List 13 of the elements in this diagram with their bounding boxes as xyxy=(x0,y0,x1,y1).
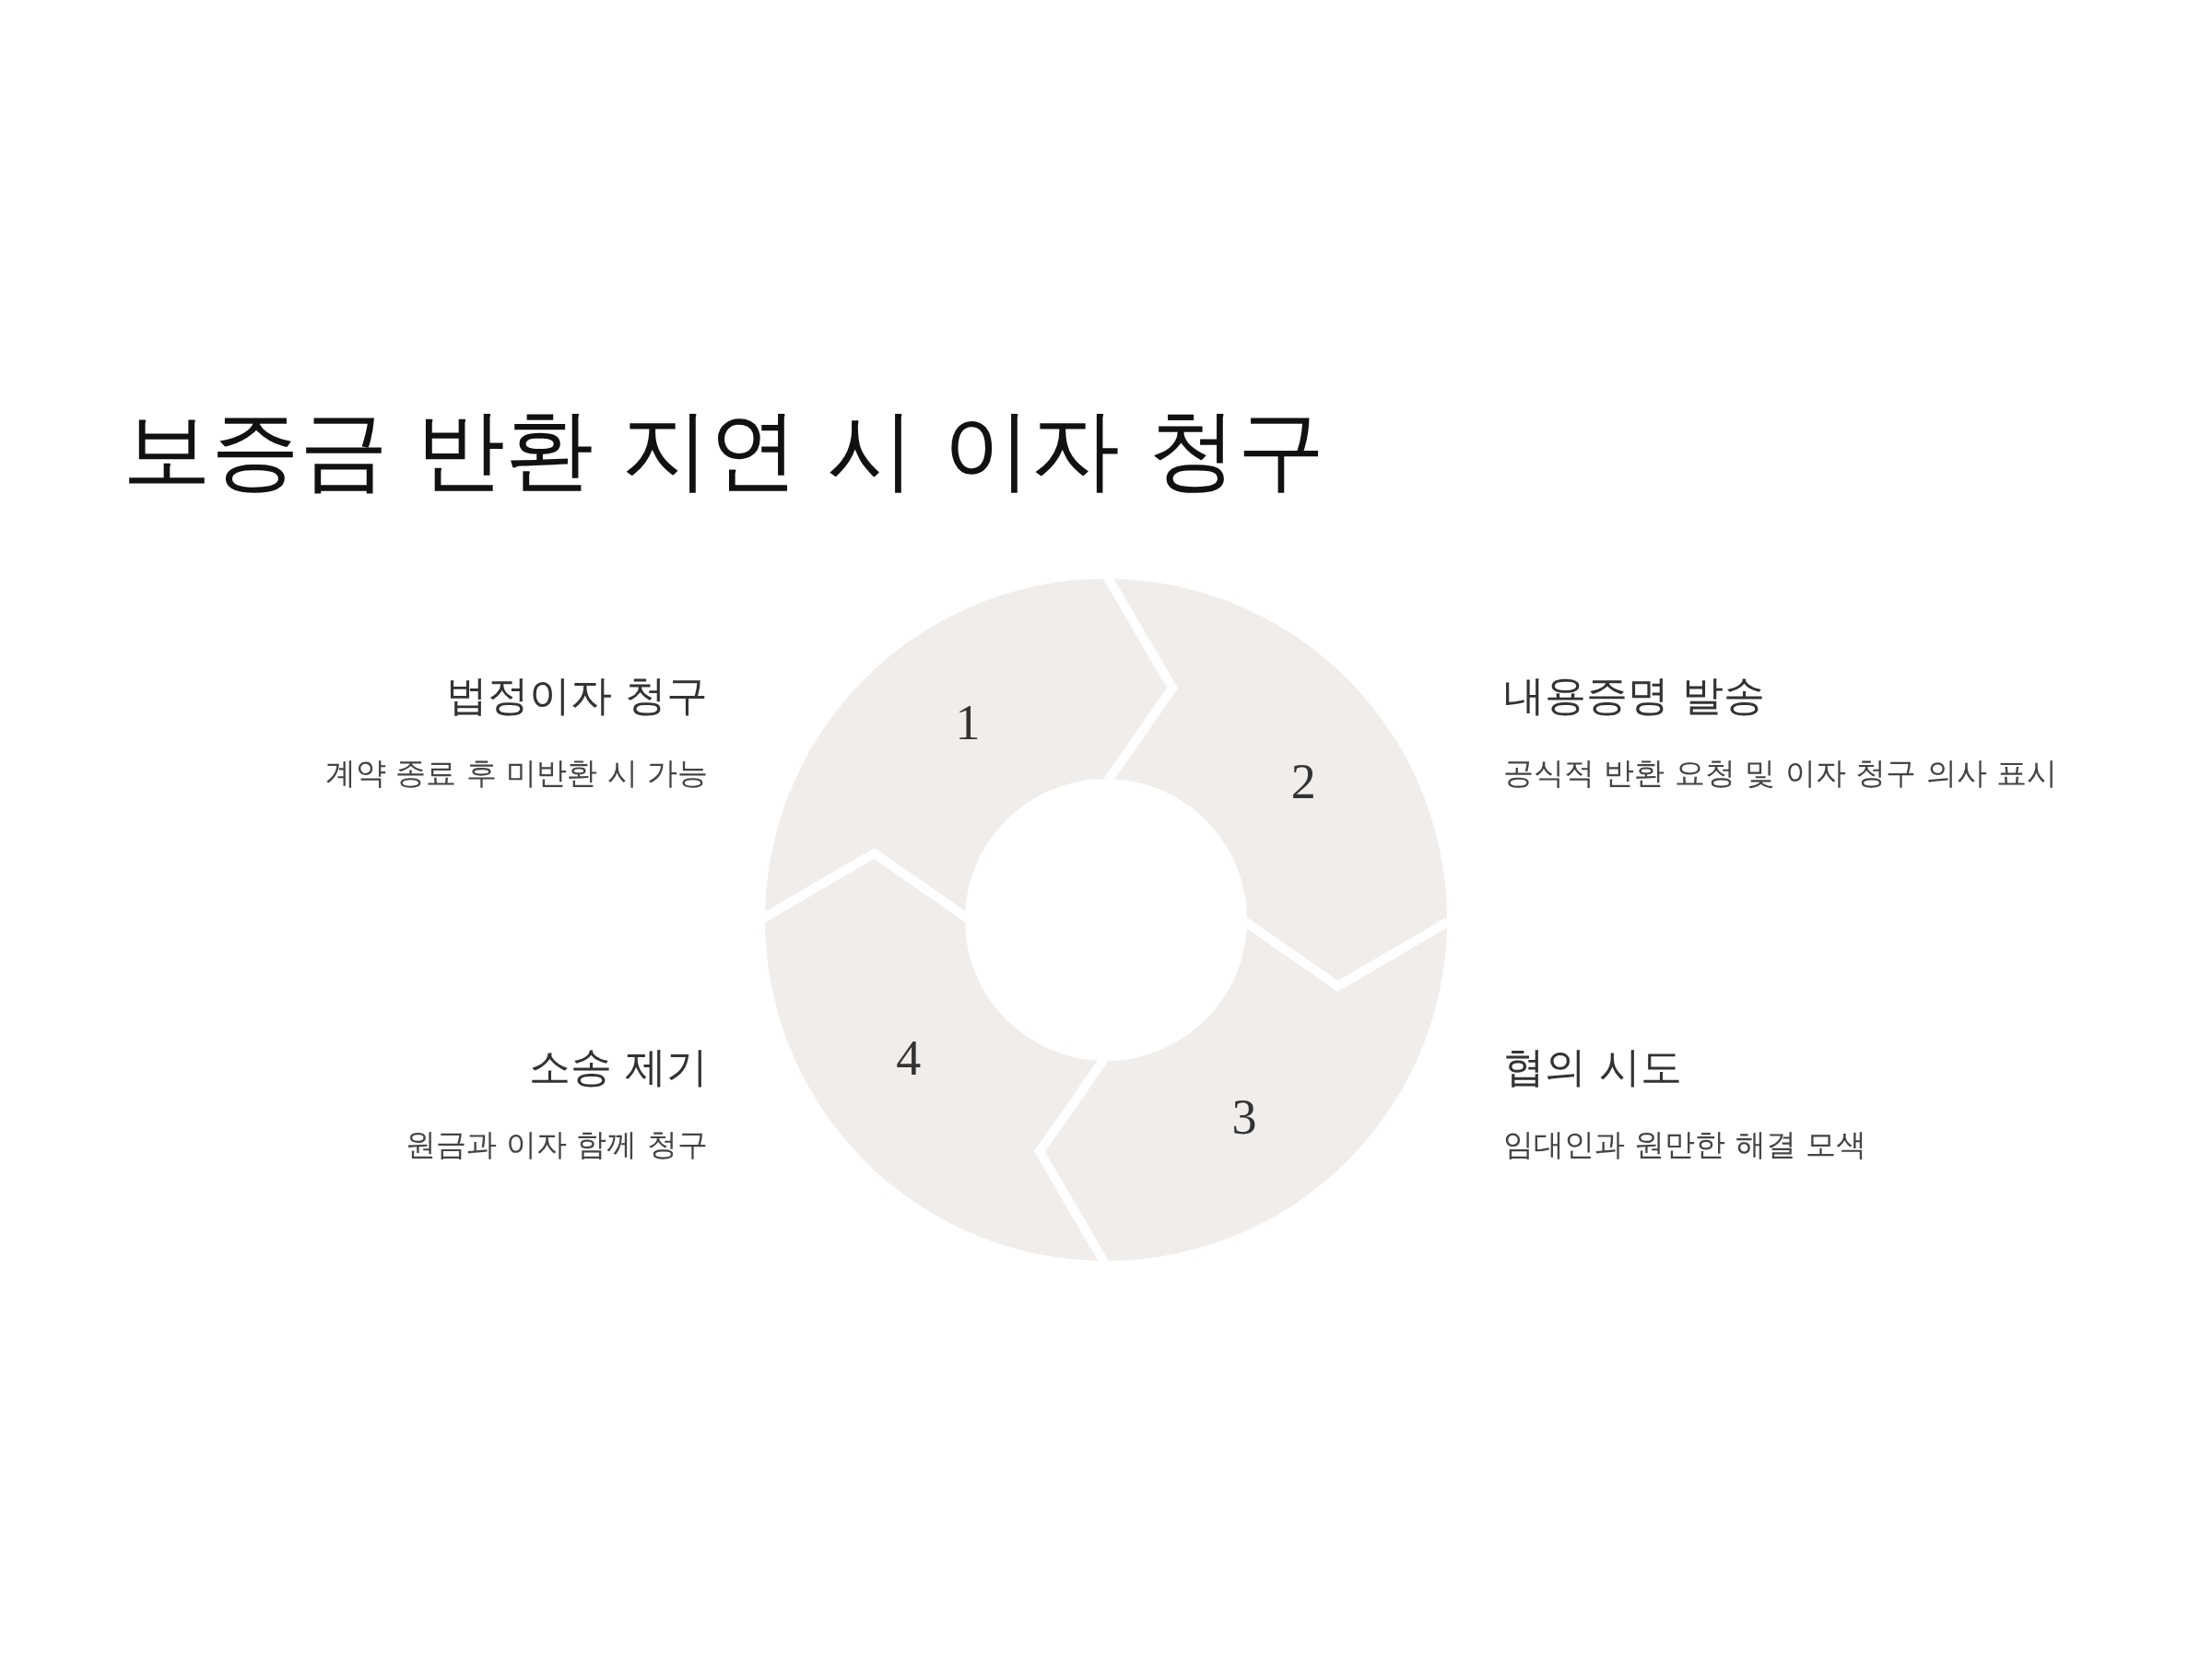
step-title: 협의 시도 xyxy=(1503,1041,1683,1093)
step-number: 4 xyxy=(896,1029,922,1087)
step-description: 원금과 이자 함께 청구 xyxy=(405,1125,708,1164)
step-title: 내용증명 발송 xyxy=(1503,670,1766,722)
step-number: 1 xyxy=(955,693,981,751)
step-description: 공식적 반환 요청 및 이자 청구 의사 표시 xyxy=(1503,754,2058,793)
step-number: 2 xyxy=(1290,753,1316,810)
step-number: 3 xyxy=(1231,1088,1257,1147)
step-title: 법정이자 청구 xyxy=(445,670,708,722)
title: 보증금 반환 지연 시 이자 청구 xyxy=(123,397,1325,503)
step-description: 계약 종료 후 미반환 시 가능 xyxy=(324,754,708,793)
step-description: 임대인과 원만한 해결 모색 xyxy=(1503,1125,1867,1164)
step-title: 소송 제기 xyxy=(528,1041,708,1093)
